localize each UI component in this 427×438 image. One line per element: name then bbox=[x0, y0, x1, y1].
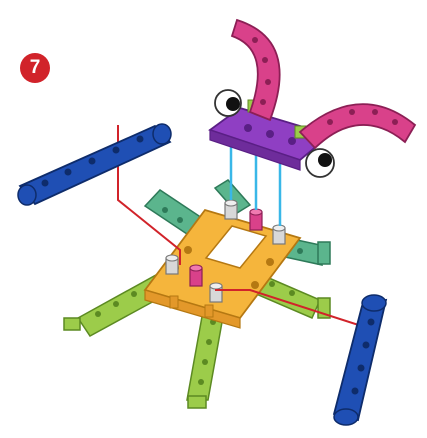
green-beam-bottom bbox=[186, 299, 227, 409]
pink-arc-right bbox=[298, 103, 417, 150]
pink-arc-left bbox=[230, 18, 281, 122]
connector-icon bbox=[189, 208, 263, 287]
blue-beam-right bbox=[332, 294, 388, 426]
orange-frame bbox=[143, 208, 302, 329]
purple-plate bbox=[208, 99, 332, 171]
blue-beam-left bbox=[17, 123, 172, 206]
eye-icon bbox=[214, 89, 335, 178]
step-number-badge: 7 bbox=[20, 53, 50, 83]
